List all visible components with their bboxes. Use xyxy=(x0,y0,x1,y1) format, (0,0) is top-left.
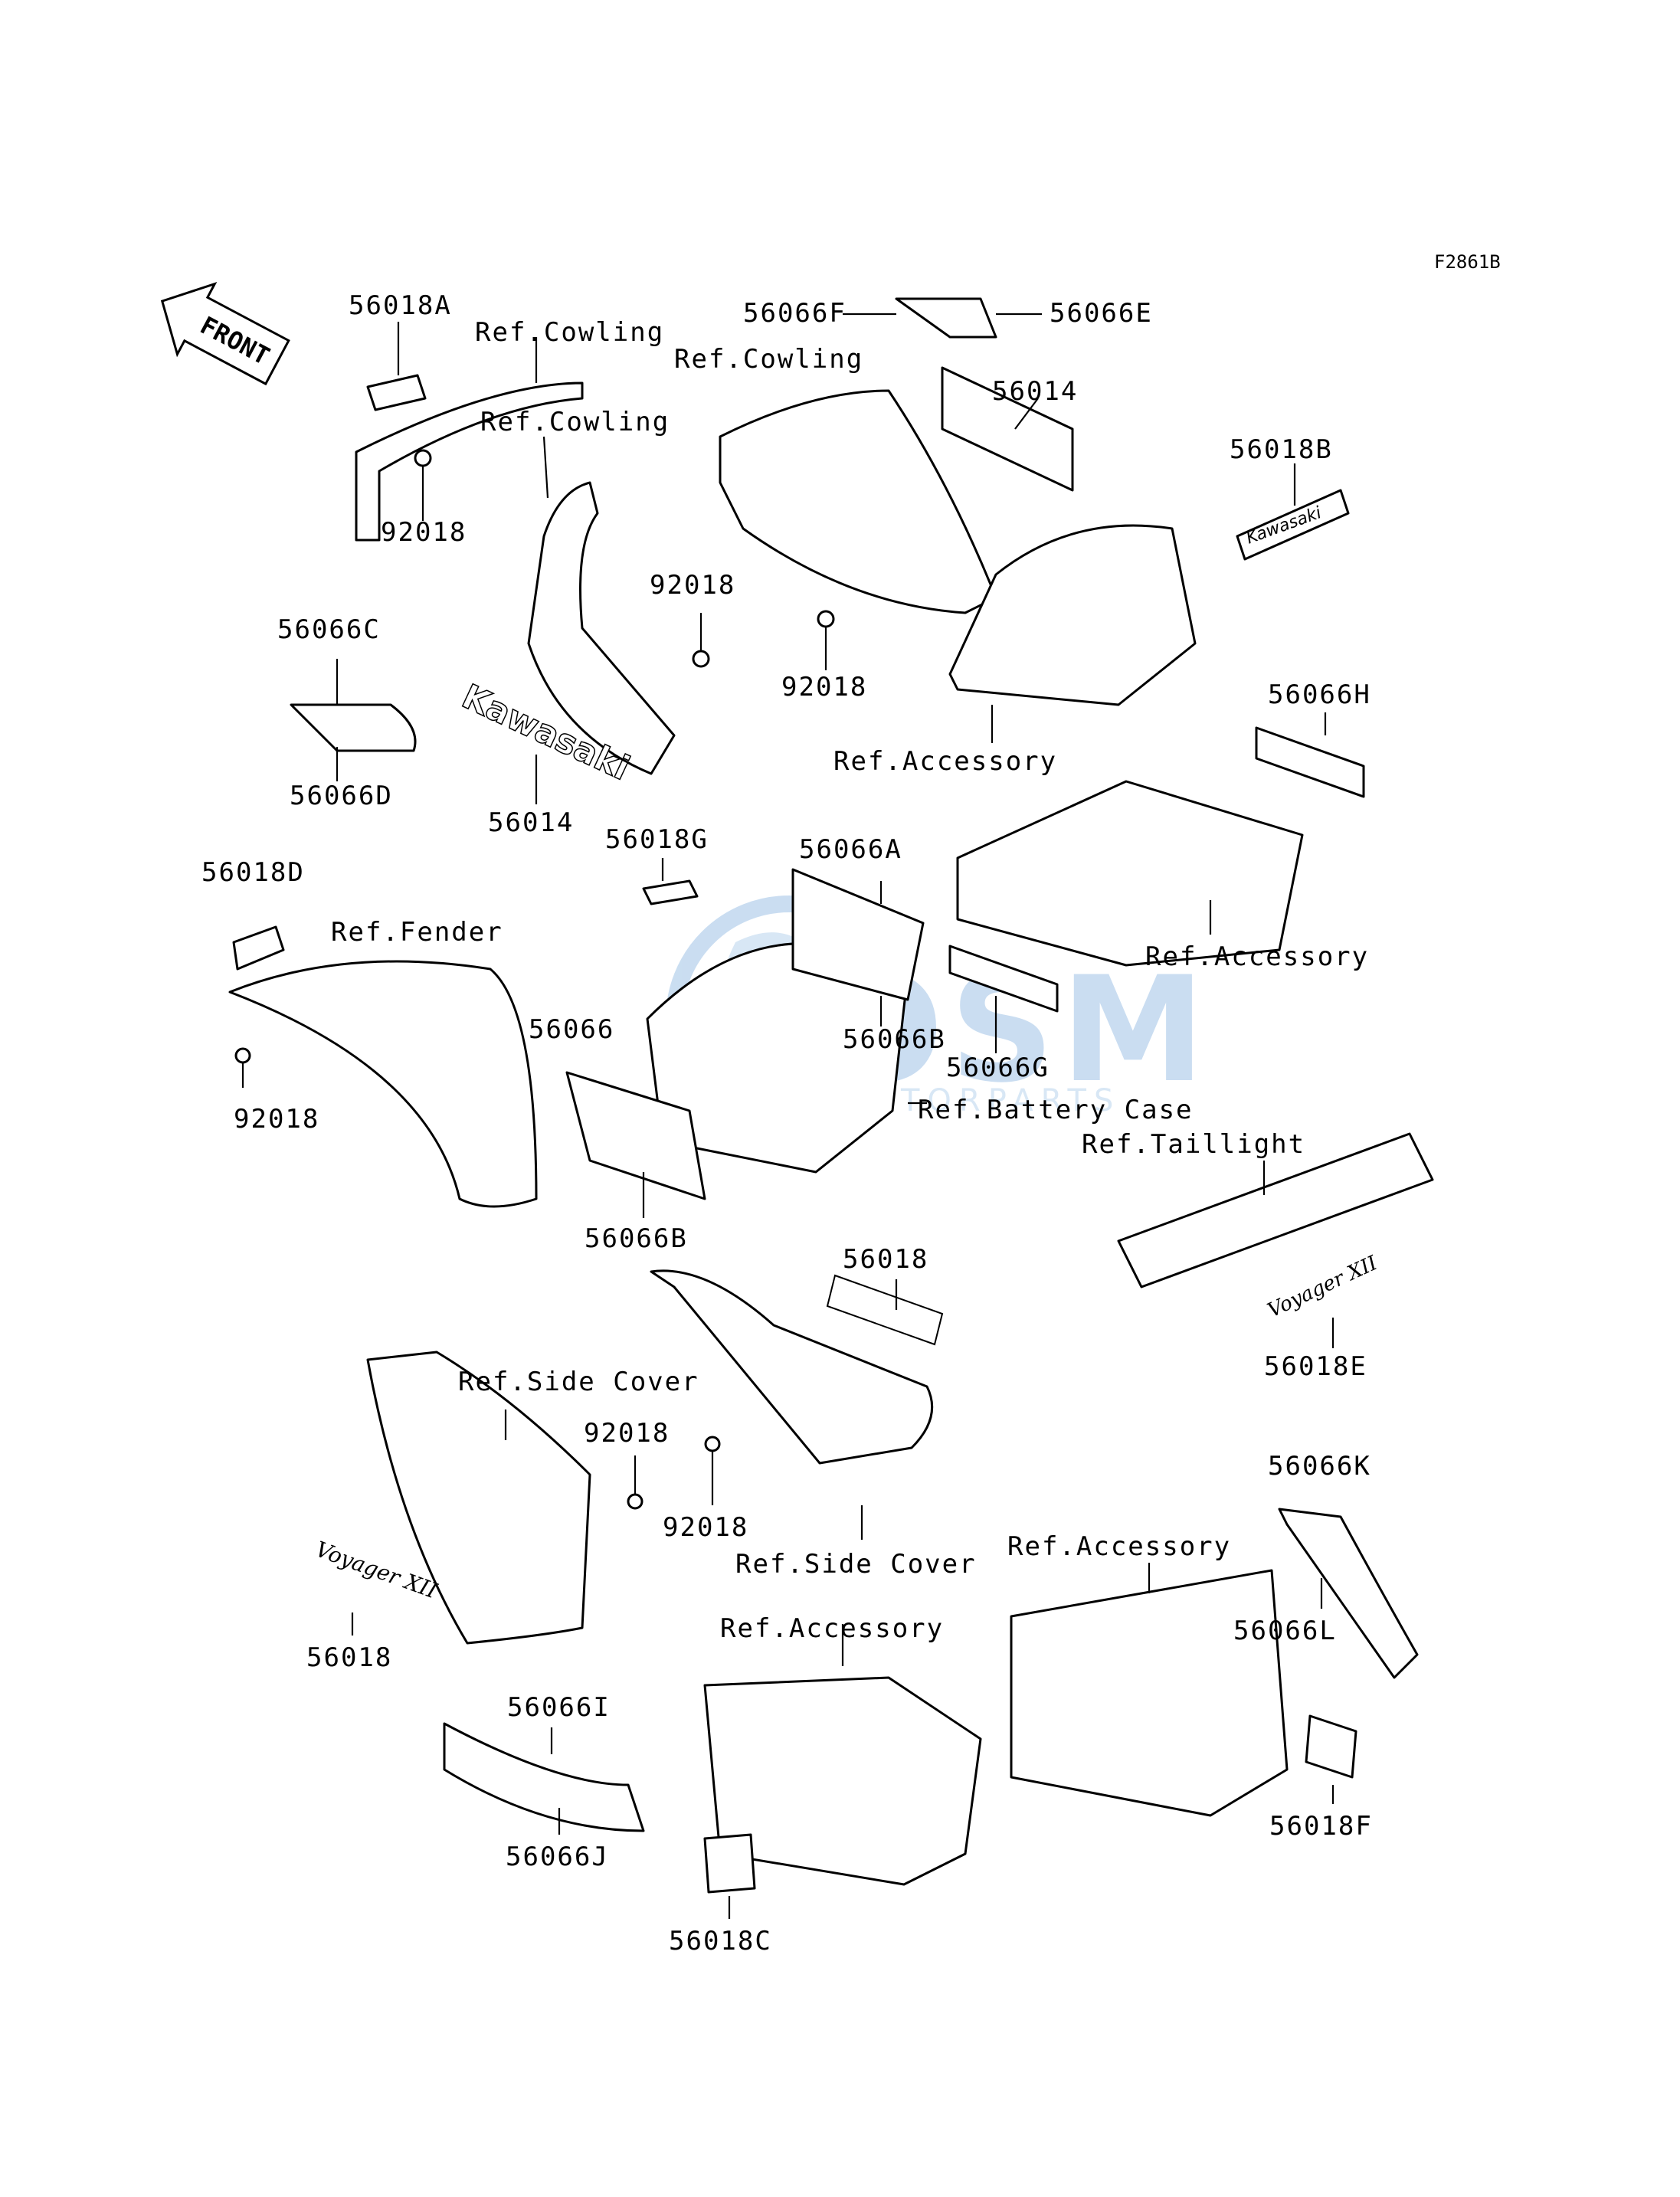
label-92018-b: 92018 xyxy=(650,570,735,601)
label-ref-cowling-2: Ref.Cowling xyxy=(674,344,863,375)
label-56066: 56066 xyxy=(529,1014,614,1045)
label-56066j: 56066J xyxy=(506,1842,609,1872)
label-ref-side-cover-1: Ref.Side Cover xyxy=(458,1367,699,1397)
label-56018e: 56018E xyxy=(1264,1351,1367,1382)
nut-92018-e xyxy=(627,1493,644,1510)
plate-56018c xyxy=(703,1833,756,1894)
label-ref-battery-case: Ref.Battery Case xyxy=(918,1095,1194,1125)
taillight-bar xyxy=(1117,1132,1434,1288)
label-56018-upper: 56018 xyxy=(843,1244,928,1275)
label-ref-accessory-1: Ref.Accessory xyxy=(833,746,1057,777)
label-56066g: 56066G xyxy=(946,1053,1050,1083)
label-92018-e: 92018 xyxy=(584,1418,670,1449)
emblem-56018-upper xyxy=(826,1274,944,1346)
label-ref-accessory-3: Ref.Accessory xyxy=(1007,1531,1231,1562)
tag-56018g xyxy=(642,879,699,905)
side-cover-upper xyxy=(650,1269,934,1465)
label-ref-accessory-2: Ref.Accessory xyxy=(1145,941,1369,972)
decal-56018b xyxy=(1236,489,1350,561)
front-arrow-icon: FRONT xyxy=(160,282,290,386)
label-56018f: 56018F xyxy=(1269,1811,1373,1842)
label-56014-top: 56014 xyxy=(992,376,1078,407)
label-56014-mid: 56014 xyxy=(488,807,574,838)
label-56066h: 56066H xyxy=(1268,679,1371,710)
nut-92018-a xyxy=(414,449,432,467)
label-56018a: 56018A xyxy=(349,290,452,321)
bracket-56018d xyxy=(232,925,285,971)
stripe-56066g xyxy=(948,945,1059,1013)
label-56066b-b: 56066B xyxy=(585,1223,688,1254)
nut-92018-b xyxy=(692,650,710,668)
label-56018d: 56018D xyxy=(201,857,305,888)
label-92018-a: 92018 xyxy=(381,517,467,548)
label-56066e: 56066E xyxy=(1050,298,1153,329)
nut-92018-d xyxy=(234,1047,251,1064)
leader-lines xyxy=(241,313,1335,1919)
stripe-56066h xyxy=(1255,726,1365,798)
label-92018-c: 92018 xyxy=(781,672,867,702)
label-ref-fender: Ref.Fender xyxy=(331,917,503,948)
label-56066d: 56066D xyxy=(290,781,393,811)
front-fender xyxy=(228,960,538,1208)
plate-56018f xyxy=(1305,1714,1357,1779)
label-92018-d: 92018 xyxy=(234,1104,319,1135)
trunk-base xyxy=(956,780,1304,967)
trunk-lid xyxy=(948,524,1197,706)
part-labels: 56018A Ref.Cowling Ref.Cowling Ref.Cowli… xyxy=(201,290,1373,1956)
label-56066a: 56066A xyxy=(799,834,902,865)
label-56066k: 56066K xyxy=(1268,1451,1371,1482)
label-56018g: 56018G xyxy=(605,824,709,855)
upper-fairing xyxy=(719,389,997,614)
label-56018c: 56018C xyxy=(669,1926,772,1956)
diagram-code: F2861B xyxy=(1434,251,1501,273)
inner-cowling xyxy=(527,481,676,775)
label-ref-taillight: Ref.Taillight xyxy=(1082,1129,1305,1160)
label-92018-f: 92018 xyxy=(663,1512,748,1543)
label-ref-side-cover-2: Ref.Side Cover xyxy=(735,1549,977,1580)
label-56066c: 56066C xyxy=(277,614,381,645)
label-ref-cowling-1: Ref.Cowling xyxy=(475,317,664,348)
decal-56066a xyxy=(791,868,925,1001)
nut-92018-f xyxy=(704,1436,721,1452)
label-ref-accessory-4: Ref.Accessory xyxy=(720,1613,944,1644)
label-56066l: 56066L xyxy=(1233,1616,1337,1646)
decal-56066 xyxy=(565,1071,706,1200)
side-cover-lower xyxy=(366,1351,591,1645)
label-ref-cowling-3: Ref.Cowling xyxy=(480,407,670,437)
label-56018-lower: 56018 xyxy=(306,1642,392,1673)
decal-56066k xyxy=(1278,1508,1419,1679)
plate-56018a xyxy=(366,374,427,411)
cowling-trim-strip xyxy=(355,381,584,542)
decal-56066c xyxy=(290,703,417,752)
model-script-56018e: Voyager XII xyxy=(1264,1252,1381,1323)
label-56066b-a: 56066B xyxy=(843,1024,946,1055)
saddlebag-right xyxy=(1010,1569,1289,1817)
label-56018b: 56018B xyxy=(1230,434,1333,465)
decal-56066e xyxy=(895,297,997,339)
label-56066f: 56066F xyxy=(743,298,847,329)
decal-56066i xyxy=(443,1722,645,1832)
nut-92018-c xyxy=(817,610,835,628)
label-56066i: 56066I xyxy=(507,1692,611,1723)
decal-56014-top xyxy=(941,366,1074,492)
